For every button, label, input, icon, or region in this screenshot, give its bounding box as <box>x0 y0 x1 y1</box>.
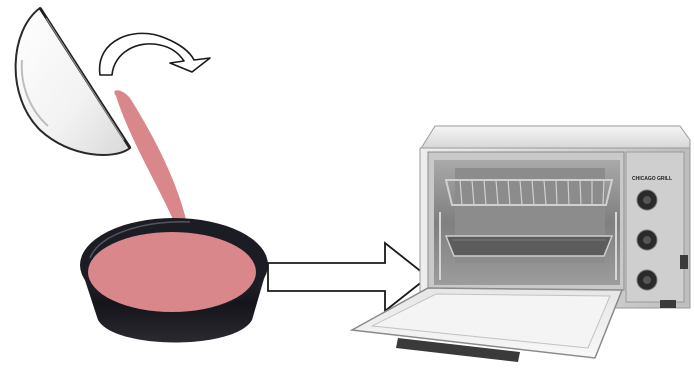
oven-foot-right <box>660 300 676 308</box>
oven-door-handle <box>396 338 520 362</box>
oven-brand-label: CHICAGO GRILL <box>632 176 672 182</box>
mixing-bowl <box>14 6 132 156</box>
toaster-oven: CHICAGO GRILL <box>349 125 691 362</box>
baking-tray <box>444 235 614 257</box>
oven-top <box>419 125 691 151</box>
knob-bottom <box>636 269 658 291</box>
oven-foot-back <box>680 255 688 269</box>
curved-arrow-icon <box>98 32 211 76</box>
cake-pan <box>80 218 268 343</box>
upper-rack <box>444 179 614 206</box>
bowl-inner-edge <box>45 17 125 141</box>
batter-stream <box>114 90 188 232</box>
bowl-highlight <box>20 59 49 127</box>
right-arrow-icon <box>267 241 430 313</box>
batter-surface <box>88 232 256 312</box>
knob-middle <box>636 229 658 251</box>
knob-top <box>636 189 658 211</box>
bowl-body <box>14 6 132 156</box>
pan-rim-shine <box>89 221 191 259</box>
oven-door-glass <box>370 293 611 349</box>
